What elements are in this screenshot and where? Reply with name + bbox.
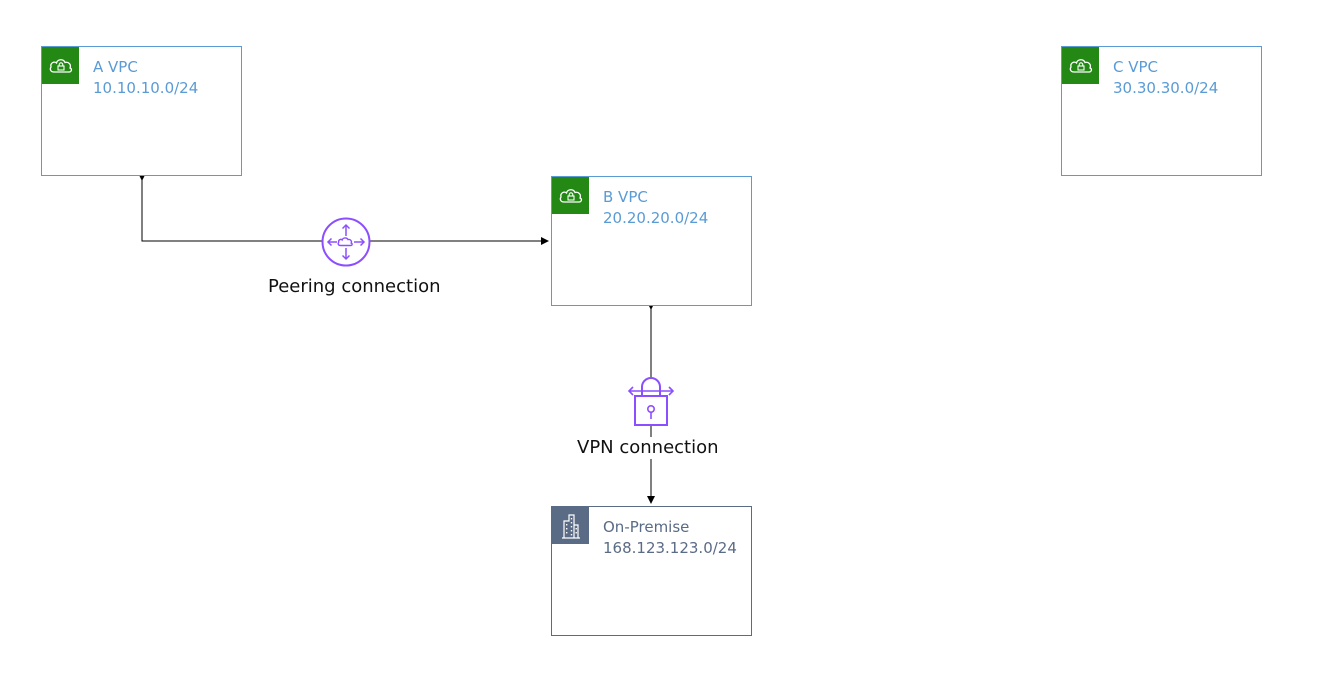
vpc-c-label: C VPC 30.30.30.0/24: [1113, 57, 1218, 99]
vpn-connection-label: VPN connection: [577, 437, 719, 459]
onprem-label: On-Premise 168.123.123.0/24: [603, 517, 737, 559]
corporate-building-icon: [552, 507, 589, 544]
vpc-cloud-lock-icon: [552, 177, 589, 214]
peering-connection-label: Peering connection: [268, 276, 441, 298]
vpc-b-name: B VPC: [603, 188, 648, 206]
peering-connector[interactable]: [138, 173, 549, 245]
vpc-a-name: A VPC: [93, 58, 138, 76]
onprem-cidr: 168.123.123.0/24: [603, 539, 737, 557]
vpc-a-cidr: 10.10.10.0/24: [93, 79, 199, 97]
vpc-a-group[interactable]: A VPC 10.10.10.0/24: [41, 46, 242, 176]
vpc-cloud-lock-icon: [42, 47, 79, 84]
vpc-c-cidr: 30.30.30.0/24: [1113, 79, 1219, 97]
vpc-b-cidr: 20.20.20.0/24: [603, 209, 709, 227]
onprem-name: On-Premise: [603, 518, 690, 536]
vpn-lock-icon[interactable]: [626, 374, 676, 428]
onprem-group[interactable]: On-Premise 168.123.123.0/24: [551, 506, 752, 636]
peering-router-icon[interactable]: [319, 215, 373, 269]
vpc-c-group[interactable]: C VPC 30.30.30.0/24: [1061, 46, 1262, 176]
vpc-b-label: B VPC 20.20.20.0/24: [603, 187, 708, 229]
vpc-a-label: A VPC 10.10.10.0/24: [93, 57, 198, 99]
vpc-cloud-lock-icon: [1062, 47, 1099, 84]
vpc-b-group[interactable]: B VPC 20.20.20.0/24: [551, 176, 752, 306]
vpc-c-name: C VPC: [1113, 58, 1159, 76]
